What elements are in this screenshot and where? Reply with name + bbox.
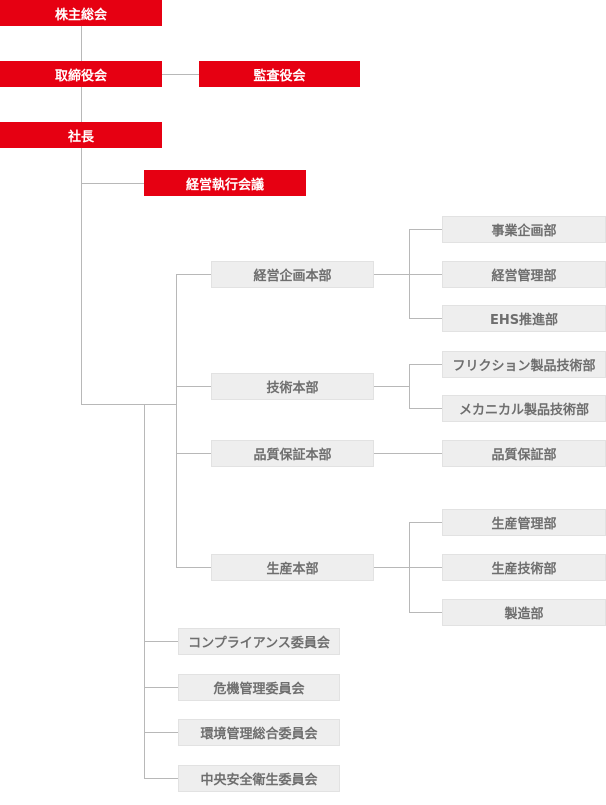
connector-line [409,408,442,409]
division-label: 品質保証本部 [253,448,332,463]
connector-line [374,386,409,387]
department-box: EHS推進部 [442,305,606,332]
connector-line [409,229,442,230]
connector-line [176,567,211,568]
connector-line [144,687,178,688]
connector-line [176,386,211,387]
connector-line [81,148,82,405]
connector-line [81,183,144,184]
department-label: 製造部 [504,607,544,622]
department-box: 生産技術部 [442,554,606,581]
committee-box: 環境管理総合委員会 [178,719,340,746]
committee-label: コンプライアンス委員会 [188,636,330,651]
department-box: 製造部 [442,599,606,626]
connector-line [374,453,442,454]
connector-line [81,87,82,122]
department-label: フリクション製品技術部 [452,359,596,374]
division-label: 生産本部 [266,562,319,577]
committee-box: 危機管理委員会 [178,674,340,701]
department-box: 生産管理部 [442,509,606,536]
department-box: フリクション製品技術部 [442,351,606,378]
connector-line [409,567,442,568]
executive-committee-label: 経営執行会議 [185,177,264,193]
connector-line [409,364,442,365]
connector-line [144,641,178,642]
shareholders-meeting-label: 株主総会 [54,7,107,23]
connector-line [176,274,177,568]
connector-line [409,274,442,275]
department-label: EHS推進部 [489,313,559,328]
audit-board-label: 監査役会 [253,68,306,84]
connector-line [409,522,442,523]
department-label: メカニカル製品技術部 [458,403,589,418]
committee-label: 危機管理委員会 [213,682,305,697]
division-label: 技術本部 [266,381,319,396]
connector-line [409,612,442,613]
committee-label: 環境管理総合委員会 [200,727,318,742]
audit-board-box: 監査役会 [199,61,360,87]
board-of-directors-label: 取締役会 [54,68,107,84]
connector-line [176,274,211,275]
president-box: 社長 [0,122,162,148]
department-label: 生産技術部 [491,562,557,577]
executive-committee-box: 経営執行会議 [144,170,306,196]
connector-line [176,453,211,454]
division-quality-assurance: 品質保証本部 [211,440,374,467]
committee-box: コンプライアンス委員会 [178,628,340,655]
department-box: 事業企画部 [442,216,606,243]
connector-line [374,274,409,275]
department-label: 事業企画部 [491,224,557,239]
connector-line [409,364,410,408]
president-label: 社長 [67,129,94,145]
department-label: 生産管理部 [491,517,557,532]
division-label: 経営企画本部 [253,269,332,284]
connector-line [81,26,82,61]
board-of-directors-box: 取締役会 [0,61,162,87]
department-box: 品質保証部 [442,440,606,467]
connector-line [409,318,442,319]
division-production: 生産本部 [211,554,374,581]
department-label: 経営管理部 [491,269,557,284]
committee-box: 中央安全衛生委員会 [178,765,340,792]
connector-line [144,404,145,779]
connector-line [162,74,199,75]
division-technology: 技術本部 [211,373,374,400]
connector-line [144,732,178,733]
committee-label: 中央安全衛生委員会 [200,773,318,788]
shareholders-meeting-box: 株主総会 [0,0,162,26]
department-box: 経営管理部 [442,261,606,288]
department-label: 品質保証部 [491,448,557,463]
division-corporate-planning: 経営企画本部 [211,261,374,288]
connector-line [81,404,176,405]
department-box: メカニカル製品技術部 [442,395,606,422]
connector-line [144,778,178,779]
connector-line [374,567,409,568]
